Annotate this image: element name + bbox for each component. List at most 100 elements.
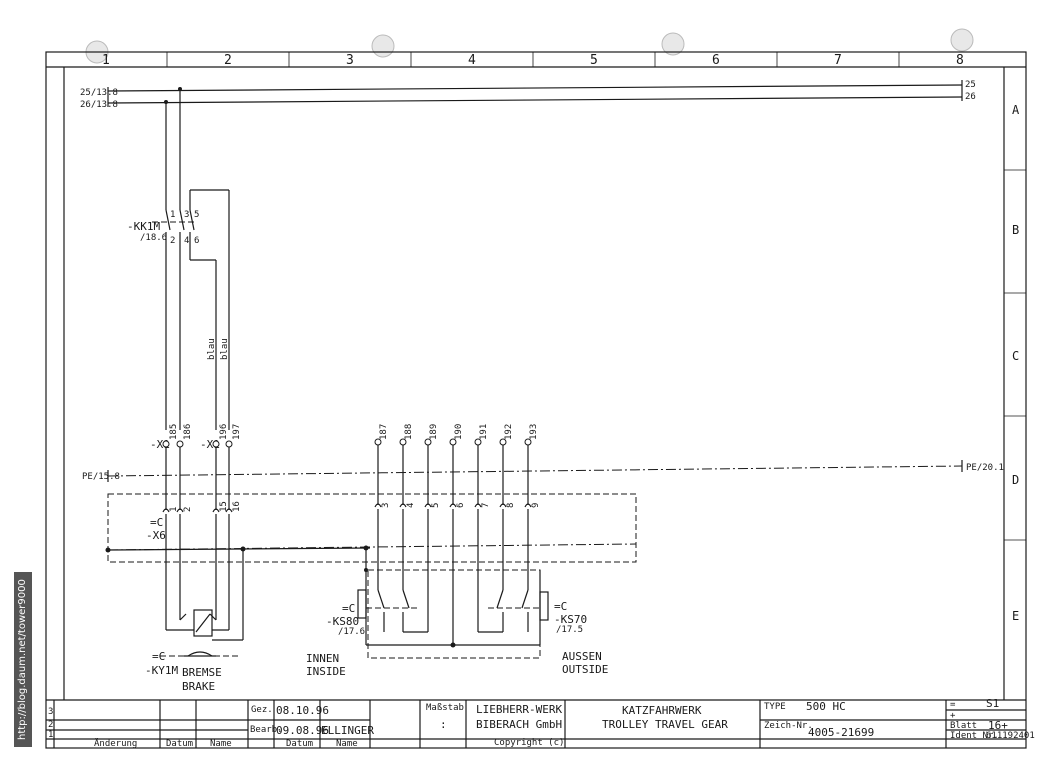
copyright: Copyright (c) <box>494 738 564 748</box>
brake-symbol <box>160 651 240 657</box>
column-label: 3 <box>346 53 354 68</box>
column-label: 8 <box>956 53 964 68</box>
row-label: B <box>1012 223 1019 237</box>
pin-label: 3 <box>184 210 189 220</box>
inside-label-de: INNEN <box>306 652 339 665</box>
ks70-prefix: =C <box>554 600 567 613</box>
blatt-value: 16+ <box>988 719 1008 732</box>
pin-label: 4 <box>184 236 189 246</box>
ks80-name: -KS80 <box>326 615 359 628</box>
x6-terminal-number: 7 <box>481 503 491 508</box>
brake-wiring <box>162 447 244 641</box>
brake-name: -KY1M <box>145 664 178 677</box>
column-label: 4 <box>468 53 476 68</box>
pe-ref-left: PE/15.8 <box>82 472 120 482</box>
contactor-ref: /18.6 <box>140 233 167 243</box>
wire-number: 188 <box>404 424 414 440</box>
x6-terminal-number: 16 <box>232 501 242 512</box>
type-value: 500 HC <box>806 700 846 713</box>
brake-label-en: BRAKE <box>182 680 215 693</box>
rev-row: 2 <box>48 720 53 730</box>
wire-number: 189 <box>429 424 439 440</box>
contactor-kk1m <box>152 89 230 430</box>
wire-color-label: blau <box>207 338 217 360</box>
ks70-ref: /17.5 <box>556 625 583 635</box>
title-block <box>46 699 1026 748</box>
limit-switch-wiring <box>357 445 549 646</box>
gez-label: Gez. <box>251 705 273 715</box>
x6-terminal-number: 1 <box>169 507 179 512</box>
column-label: 2 <box>224 53 232 68</box>
limit-switch-enclosure <box>367 569 541 659</box>
ref-right-25: 25 <box>965 80 976 90</box>
x6-terminal-number: 3 <box>381 503 391 508</box>
massstab-label: Maßstab <box>426 703 464 713</box>
ks70-name: -KS70 <box>554 613 587 626</box>
x6-enclosure <box>107 493 637 563</box>
sheet-code-label: = <box>950 700 956 710</box>
pin-label: 1 <box>170 210 175 220</box>
column-label: 7 <box>834 53 842 68</box>
column-label: 1 <box>102 53 110 68</box>
drawing-frame <box>45 51 1027 749</box>
column-label: 6 <box>712 53 720 68</box>
row-label: D <box>1012 473 1019 487</box>
x6-label: =C <box>150 516 163 529</box>
wire-number: 187 <box>379 424 389 440</box>
wire-number: 196 <box>219 424 229 440</box>
massstab-value: : <box>440 718 447 731</box>
ref-left-25: 25/13.8 <box>80 88 118 98</box>
wire-number: 191 <box>479 424 489 440</box>
rev-col-head: Datum <box>166 739 193 749</box>
x1-terminals <box>162 440 233 448</box>
ref-left-26: 26/13.8 <box>80 100 118 110</box>
row-label: A <box>1012 103 1020 117</box>
ks80-prefix: =C <box>342 602 355 615</box>
x6-terminal-number: 4 <box>406 503 416 508</box>
ident-label: Ident Nr. <box>950 731 999 741</box>
brake-prefix: =C <box>152 650 165 663</box>
watermark-url: http://blog.daum.net/tower9000 <box>14 572 32 747</box>
rev-col-head: Name <box>210 739 232 749</box>
wire-number: 193 <box>529 424 539 440</box>
company-line-2: BIBERACH GmbH <box>476 718 562 731</box>
outside-label-en: OUTSIDE <box>562 663 608 676</box>
row-label: C <box>1012 349 1019 363</box>
pe-line <box>107 465 963 477</box>
outside-label-de: AUSSEN <box>562 650 602 663</box>
x6-terminal-number: 15 <box>219 501 229 512</box>
sheet-code: S1 <box>986 697 999 710</box>
drawing-title-de: KATZFAHRWERK <box>622 704 702 717</box>
wire-number: 186 <box>183 424 193 440</box>
name-head: Name <box>336 739 358 749</box>
zeich-label: Zeich-Nr. <box>764 721 813 731</box>
wire-color-label: blau <box>220 338 230 360</box>
x6-terminal-number: 5 <box>431 503 441 508</box>
x6-terminal-number: 6 <box>456 503 466 508</box>
wire-number: 197 <box>232 424 242 440</box>
type-label: TYPE <box>764 702 786 712</box>
bearb-label: Bearb. <box>250 725 283 735</box>
inside-label-en: INSIDE <box>306 665 346 678</box>
company-line-1: LIEBHERR-WERK <box>476 703 562 716</box>
contactor-name: -KK1M <box>127 220 160 233</box>
x6-terminal-number: 8 <box>506 503 516 508</box>
x6-label: -X6 <box>146 529 166 542</box>
pin-label: 2 <box>170 236 175 246</box>
x6-terminal-number: 2 <box>183 507 193 512</box>
wire-number: 185 <box>169 424 179 440</box>
wire-number: 192 <box>504 424 514 440</box>
supply-lines <box>107 80 963 107</box>
pin-label: 6 <box>194 236 199 246</box>
gez-date: 08.10.96 <box>276 704 329 717</box>
zeich-value: 4005-21699 <box>808 726 874 739</box>
x6-bus <box>105 543 637 553</box>
ref-right-26: 26 <box>965 92 976 102</box>
wire-number: 190 <box>454 424 464 440</box>
column-grid <box>166 52 900 67</box>
bearb-name: ELLINGER <box>321 724 374 737</box>
blatt-label: Blatt <box>950 721 977 731</box>
x6-terminal-number: 9 <box>531 503 541 508</box>
datum-head: Datum <box>286 739 313 749</box>
